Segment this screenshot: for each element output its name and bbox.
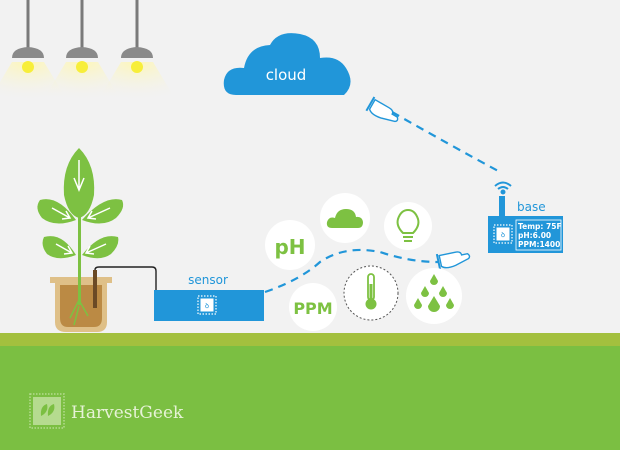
water-drops-icon [414,274,454,312]
wifi-icon [494,181,512,195]
ground-edge [0,333,620,346]
base-reading-temp: Temp: 75F [518,222,562,231]
chip-icon [493,224,513,244]
harvestgeek-logo [29,393,65,429]
brand-name: HarvestGeek [71,403,184,423]
ph-circle [265,220,315,270]
base-reading-ph: pH:6.00 [518,231,551,240]
ph-label: pH [274,235,305,259]
base-label: base [517,200,546,214]
base-reading-ppm: PPM:1400 [518,240,560,249]
base-display [515,219,562,251]
probe-wire [94,266,157,290]
plant-icon [37,148,124,326]
lightbulb-icon [396,208,420,242]
sensor-label: sensor [188,273,228,287]
ceiling-lamp-icon [95,0,179,104]
thermometer-icon [365,273,377,310]
hand-pointer-icon [435,246,472,271]
ppm-circle [289,283,337,331]
ground [0,346,620,450]
ppm-label: PPM [293,299,332,318]
base-antenna [499,196,505,216]
light-circle [384,202,432,250]
cloud-base-link [391,111,501,173]
sensor-probe [93,270,97,308]
sensor-base-link [264,248,439,294]
hand-pointer-icon [365,95,403,128]
chip-icon [197,295,217,315]
cloud-shape [223,33,351,95]
cloud-label: cloud [266,66,307,84]
cloud-icon [326,209,363,228]
